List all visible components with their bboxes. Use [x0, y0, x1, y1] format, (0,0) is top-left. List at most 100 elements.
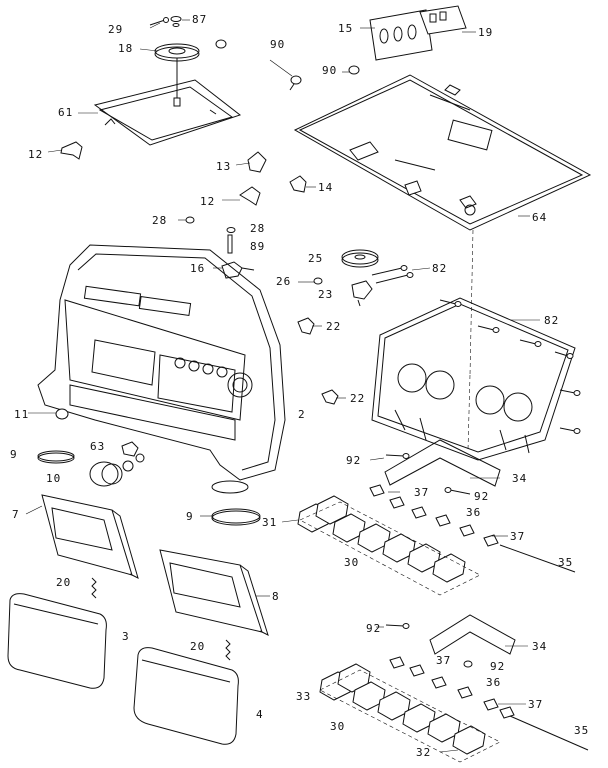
callout-61: 61 — [58, 106, 73, 119]
screw-92b — [444, 487, 471, 495]
callout-10: 10 — [46, 472, 61, 485]
callout-37: 37 — [528, 698, 543, 711]
switch-group-15 — [369, 9, 433, 61]
bracket-34b — [385, 614, 516, 655]
callout-13: 13 — [216, 160, 231, 173]
washer-26 — [313, 277, 323, 285]
callout-9: 9 — [186, 510, 194, 523]
callout-82: 82 — [432, 262, 447, 275]
callout-30: 30 — [344, 556, 359, 569]
foot-11 — [55, 408, 69, 420]
bracket-34a — [384, 439, 501, 487]
belt-9b — [211, 508, 261, 526]
callout-90: 90 — [322, 64, 337, 77]
parts-63 — [121, 441, 145, 472]
callout-34: 34 — [532, 640, 547, 653]
callout-20: 20 — [190, 640, 205, 653]
part-14 — [289, 175, 307, 193]
callout-92: 92 — [474, 490, 489, 503]
clips-37-36-row2 — [389, 656, 515, 719]
callout-7: 7 — [12, 508, 20, 521]
callout-12: 12 — [28, 148, 43, 161]
washer-28b — [226, 227, 236, 233]
pulley-18 — [154, 43, 200, 107]
callout-92: 92 — [366, 622, 381, 635]
callout-2: 2 — [298, 408, 306, 421]
leader-lines — [25, 19, 540, 753]
chassis-plate-61 — [93, 79, 242, 146]
pulley-25 — [341, 249, 379, 268]
callout-22: 22 — [350, 392, 365, 405]
door-panel-3 — [7, 593, 107, 689]
callout-20: 20 — [56, 576, 71, 589]
callout-36: 36 — [486, 676, 501, 689]
washer-87 — [170, 16, 182, 27]
screw-90b — [348, 65, 360, 75]
callout-16: 16 — [190, 262, 205, 275]
callout-8: 8 — [272, 590, 280, 603]
callout-89: 89 — [250, 240, 265, 253]
callout-4: 4 — [256, 708, 264, 721]
callout-14: 14 — [318, 181, 333, 194]
callout-31: 31 — [262, 516, 277, 529]
callout-32: 32 — [416, 746, 431, 759]
callout-90: 90 — [270, 38, 285, 51]
callout-15: 15 — [338, 22, 353, 35]
pcb-64 — [293, 74, 592, 231]
callout-33: 33 — [296, 690, 311, 703]
callout-37: 37 — [414, 486, 429, 499]
callout-63: 63 — [90, 440, 105, 453]
buttons-33-30-32 — [319, 663, 501, 763]
callout-labels: 29 87 18 15 19 90 90 61 12 13 12 14 64 2… — [10, 13, 589, 759]
clips-37-36-row1 — [369, 484, 499, 547]
callout-82: 82 — [544, 314, 559, 327]
callout-9: 9 — [10, 448, 18, 461]
screw-90a — [289, 75, 302, 91]
door-panel-4 — [133, 647, 239, 745]
callout-35: 35 — [558, 556, 573, 569]
screw-28a — [185, 216, 195, 224]
callout-28: 28 — [250, 222, 265, 235]
callout-12: 12 — [200, 195, 215, 208]
idler-23 — [351, 280, 373, 307]
callout-37: 37 — [436, 654, 451, 667]
tape-mechanism — [371, 297, 581, 461]
callout-36: 36 — [466, 506, 481, 519]
switch-block-19 — [419, 5, 467, 35]
spring-20a — [91, 577, 97, 599]
screw-29 — [149, 17, 169, 26]
callout-30: 30 — [330, 720, 345, 733]
callout-18: 18 — [118, 42, 133, 55]
rod-35a — [499, 544, 576, 573]
callout-28: 28 — [152, 214, 167, 227]
part-22b — [321, 389, 339, 405]
screws-82a — [371, 265, 414, 284]
cassette-door-8 — [159, 549, 269, 636]
shaft-89 — [227, 234, 233, 254]
bracket-16 — [221, 261, 255, 279]
callout-92: 92 — [346, 454, 361, 467]
callout-29: 29 — [108, 23, 123, 36]
callout-3: 3 — [122, 630, 130, 643]
callout-92: 92 — [490, 660, 505, 673]
spring-20b — [225, 639, 231, 661]
knob-10 — [89, 461, 123, 487]
callout-37: 37 — [510, 530, 525, 543]
callout-34: 34 — [512, 472, 527, 485]
front-cabinet-2 — [37, 244, 286, 494]
nut-top-left — [215, 39, 227, 49]
callout-64: 64 — [532, 211, 547, 224]
callout-23: 23 — [318, 288, 333, 301]
callout-87: 87 — [192, 13, 207, 26]
belt-9a — [37, 450, 75, 464]
callout-25: 25 — [308, 252, 323, 265]
callout-19: 19 — [478, 26, 493, 39]
part-13 — [247, 151, 267, 173]
buttons-31-30 — [297, 495, 481, 596]
callout-35: 35 — [574, 724, 589, 737]
part-22a — [297, 317, 315, 335]
screw-92d — [463, 660, 473, 668]
screws-82b — [439, 299, 581, 434]
clip-12a — [60, 141, 83, 160]
